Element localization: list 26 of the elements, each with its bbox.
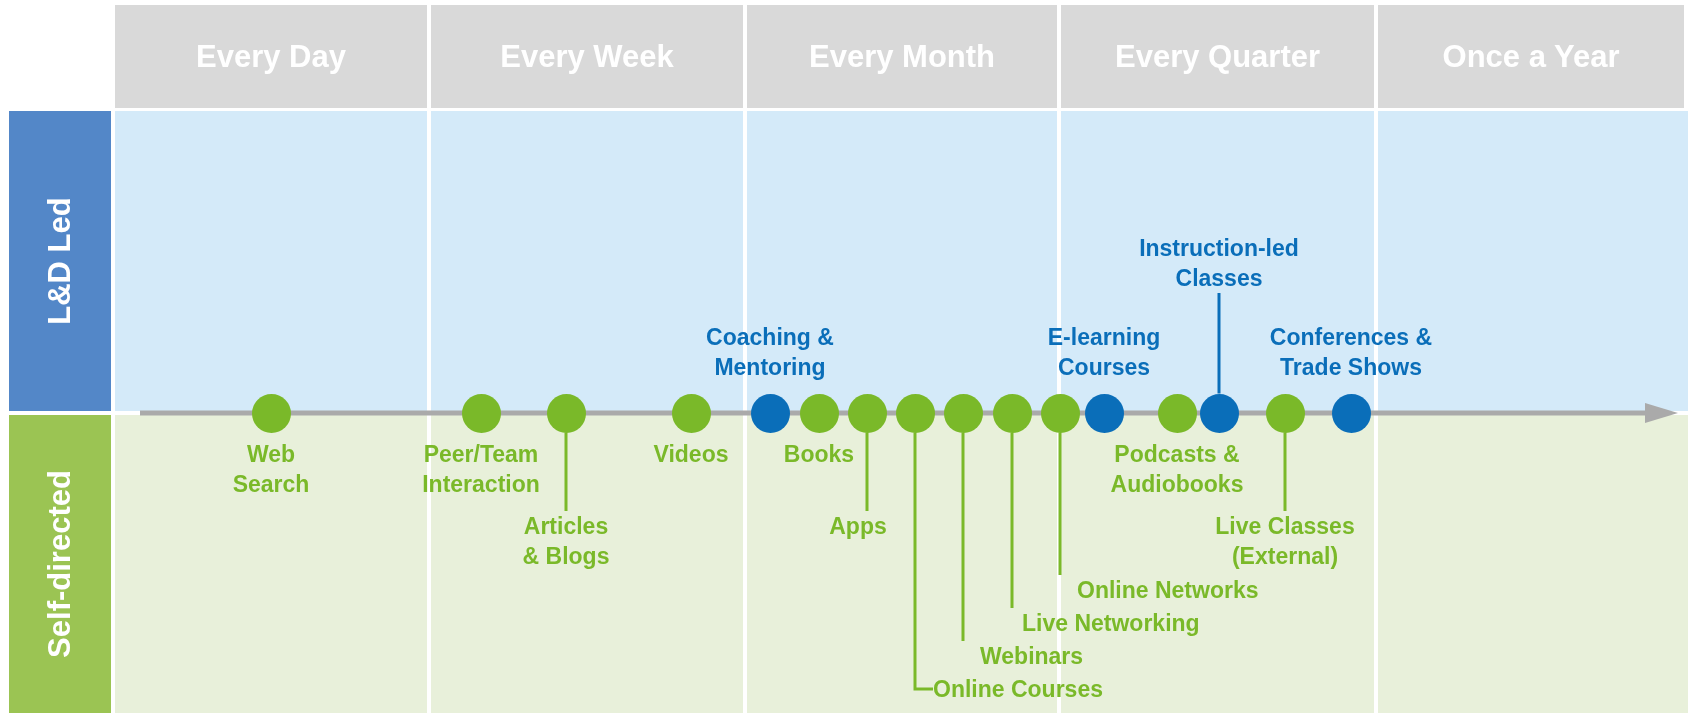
activity-label: Coaching & Mentoring: [705, 323, 835, 382]
row-header: Self-directed: [9, 415, 111, 713]
activity-label: Live Networking: [1022, 608, 1200, 638]
activity-label: Live Classes (External): [1195, 511, 1375, 571]
leader-line: [1058, 432, 1062, 575]
activity-label: Peer/Team Interaction: [421, 440, 541, 499]
activity-label: Online Courses: [933, 674, 1103, 704]
activity-label: Podcasts & Audiobooks: [1109, 440, 1245, 499]
leader-line: [1010, 432, 1014, 608]
leader-line: [1283, 432, 1287, 511]
activity-label: Webinars: [980, 641, 1084, 671]
activity-label: Videos: [652, 440, 730, 469]
leader-line: [1217, 293, 1221, 394]
leader-line: [564, 432, 568, 511]
activity-label: E-learning Courses: [1046, 323, 1162, 382]
leader-line: [961, 432, 965, 641]
leader-line: [865, 432, 869, 511]
row-header: L&D Led: [9, 111, 111, 411]
activity-label: Web Search: [231, 440, 311, 499]
activity-label: Online Networks: [1077, 575, 1259, 605]
leader-line: [913, 432, 933, 691]
activity-label: Articles & Blogs: [501, 511, 631, 571]
activity-label: Conferences & Trade Shows: [1268, 323, 1434, 382]
activity-label: Books: [782, 440, 856, 469]
activity-label: Apps: [818, 511, 898, 541]
activity-label: Instruction-led Classes: [1119, 233, 1319, 293]
